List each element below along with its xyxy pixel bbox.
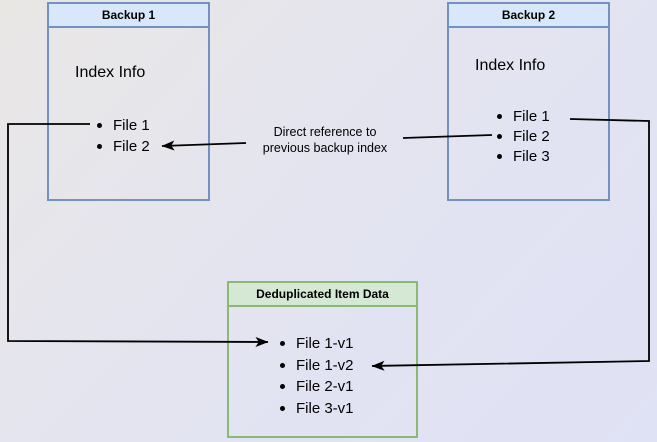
list-item: File 1 (497, 106, 550, 126)
backup2-node: Backup 2 Index Info File 1 File 2 File 3 (447, 2, 610, 201)
list-item: File 1-v1 (280, 333, 354, 355)
list-item: File 2-v1 (280, 376, 354, 398)
backup2-header: Backup 2 (449, 4, 608, 28)
list-item-label: File 3 (513, 147, 550, 165)
edge-reference-label: Direct reference to previous backup inde… (240, 125, 410, 156)
bullet-icon (280, 341, 285, 347)
list-item: File 1 (97, 115, 150, 136)
list-item: File 3 (497, 146, 550, 166)
bullet-icon (497, 113, 502, 119)
list-item-label: File 2 (113, 138, 150, 155)
dedup-file-list: File 1-v1 File 1-v2 File 2-v1 File 3-v1 (280, 333, 354, 419)
backup1-header: Backup 1 (49, 4, 208, 28)
list-item-label: File 1 (113, 117, 150, 134)
list-item-label: File 2-v1 (296, 378, 354, 396)
dedup-node: Deduplicated Item Data File 1-v1 File 1-… (227, 281, 418, 438)
backup2-title: Backup 2 (501, 8, 556, 22)
list-item-label: File 1-v2 (296, 356, 354, 374)
list-item-label: File 1 (513, 107, 550, 125)
backup2-file-list: File 1 File 2 File 3 (497, 106, 550, 166)
bullet-icon (97, 144, 102, 149)
bullet-icon (97, 123, 102, 128)
dedup-header: Deduplicated Item Data (229, 283, 416, 307)
bullet-icon (497, 153, 502, 159)
dedup-title: Deduplicated Item Data (256, 287, 389, 301)
edge-reference-label-line1: Direct reference to (273, 125, 377, 139)
bullet-icon (497, 133, 502, 139)
list-item: File 3-v1 (280, 398, 354, 420)
list-item: File 2 (497, 126, 550, 146)
backup2-index-info-label: Index Info (475, 57, 546, 74)
backup1-node: Backup 1 Index Info File 1 File 2 (47, 2, 210, 201)
list-item-label: File 2 (513, 127, 550, 145)
backup1-index-info-label: Index Info (75, 64, 146, 81)
list-item-label: File 1-v1 (296, 335, 354, 353)
backup1-file-list: File 1 File 2 (97, 115, 150, 157)
bullet-icon (280, 405, 285, 411)
backup1-title: Backup 1 (101, 8, 156, 22)
list-item: File 2 (97, 136, 150, 157)
bullet-icon (280, 362, 285, 368)
list-item: File 1-v2 (280, 355, 354, 377)
list-item-label: File 3-v1 (296, 399, 354, 417)
edge-reference-label-line2: previous backup index (262, 140, 388, 155)
bullet-icon (280, 384, 285, 390)
